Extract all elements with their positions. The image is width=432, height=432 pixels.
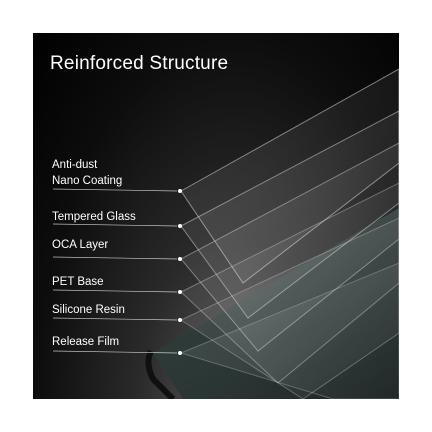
leader-line-6 (52, 350, 178, 354)
layer-label-line: Tempered Glass (52, 211, 136, 223)
layer-label-line: Anti-dust (52, 159, 98, 171)
leader-line-2 (52, 223, 178, 227)
layer-label-silicone-resin: Silicone Resin (52, 302, 125, 318)
leader-line-3 (52, 256, 178, 260)
leader-dot-2 (178, 224, 182, 228)
layer-label-line: Nano Coating (52, 175, 123, 187)
leader-dot-5 (178, 318, 182, 322)
layer-label-tempered-glass: Tempered Glass (52, 209, 136, 225)
layer-structure-diagram: Reinforced Structure Anti-dust Nano Coat… (33, 33, 399, 399)
layer-label-line: OCA Layer (52, 239, 109, 251)
page-title: Reinforced Structure (50, 53, 229, 74)
layer-label-line: PET Base (52, 276, 104, 288)
layer-label-line: Release Film (52, 336, 120, 348)
leader-line-5 (52, 317, 178, 321)
glass-layers-illustration (52, 68, 399, 399)
layer-label-line: Silicone Resin (52, 304, 125, 316)
leader-dot-1 (178, 189, 182, 193)
leader-dot-4 (178, 290, 182, 294)
layer-label-anti-dust: Anti-dust Nano Coating (52, 157, 122, 189)
leader-line-1 (52, 188, 178, 192)
device-edge (145, 349, 176, 399)
leader-line-4 (52, 289, 178, 293)
layer-label-release-film: Release Film (52, 334, 119, 350)
leader-dot-6 (178, 351, 182, 355)
glass-sheet-6 (179, 262, 399, 399)
leader-dot-3 (178, 257, 182, 261)
layer-label-oca: OCA Layer (52, 237, 108, 253)
layer-label-pet-base: PET Base (52, 274, 104, 290)
